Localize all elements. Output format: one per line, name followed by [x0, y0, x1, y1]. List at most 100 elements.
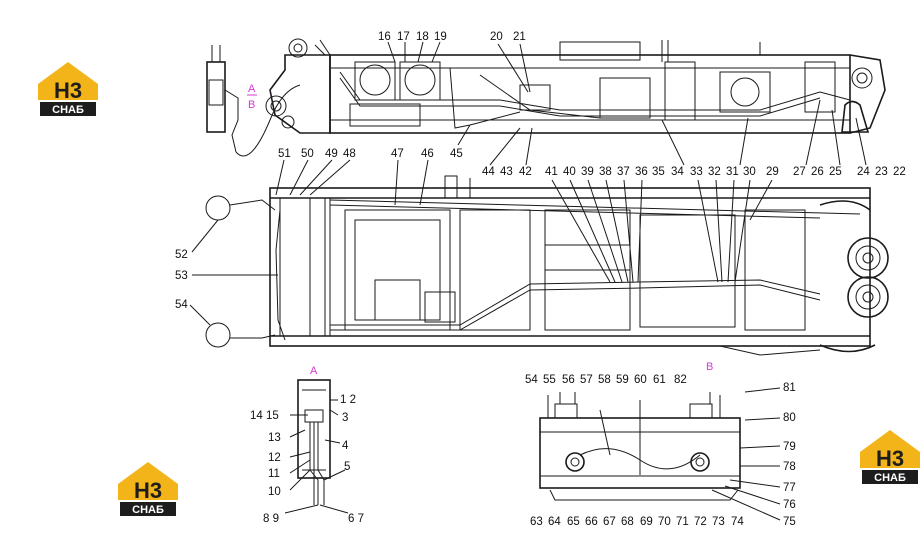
callout-66: 66 — [585, 516, 598, 528]
callout-21: 21 — [513, 31, 526, 43]
callout-5: 5 — [344, 461, 350, 473]
callout-73: 73 — [712, 516, 725, 528]
callout-24: 24 — [857, 166, 870, 178]
callout-39: 39 — [581, 166, 594, 178]
callout-27: 27 — [793, 166, 806, 178]
callout-47: 47 — [391, 148, 404, 160]
callout-54: 54 — [175, 299, 188, 311]
view-label-a: A — [310, 365, 318, 377]
callout-46: 46 — [421, 148, 434, 160]
callout-13: 13 — [268, 432, 281, 444]
callout-72: 72 — [694, 516, 707, 528]
callout-23: 23 — [875, 166, 888, 178]
logo-house-icon: H3 СНАБ — [860, 430, 920, 484]
callout-59: 59 — [616, 374, 629, 386]
callout-63: 63 — [530, 516, 543, 528]
callout-12: 12 — [268, 452, 281, 464]
callout-74: 74 — [731, 516, 744, 528]
callout-14-15: 14 15 — [250, 410, 279, 422]
callout-70: 70 — [658, 516, 671, 528]
logo-house-icon: H3 СНАБ — [38, 62, 98, 116]
upper-assembly-drawing — [265, 38, 886, 134]
chassis-left-fittings — [189, 195, 278, 348]
callout-22: 22 — [893, 166, 906, 178]
callout-17: 17 — [397, 31, 410, 43]
callout-78: 78 — [783, 461, 796, 473]
logo-mark: H3 — [134, 478, 162, 503]
logo-mark: H3 — [54, 78, 82, 103]
callout-58: 58 — [598, 374, 611, 386]
callout-4: 4 — [342, 440, 349, 452]
callout-50: 50 — [301, 148, 314, 160]
callout-67: 67 — [603, 516, 616, 528]
callout-26: 26 — [811, 166, 824, 178]
logo-caption: СНАБ — [132, 504, 164, 516]
callout-65: 65 — [567, 516, 580, 528]
callout-3: 3 — [342, 412, 348, 424]
callout-68: 68 — [621, 516, 634, 528]
callout-57: 57 — [580, 374, 593, 386]
callout-31: 31 — [726, 166, 739, 178]
callout-6-7: 6 7 — [348, 513, 364, 525]
callout-79: 79 — [783, 441, 796, 453]
callout-33: 33 — [690, 166, 703, 178]
callout-32: 32 — [708, 166, 721, 178]
callout-30: 30 — [743, 166, 756, 178]
view-marker-a-top: A — [248, 83, 256, 95]
callout-35: 35 — [652, 166, 665, 178]
callout-38: 38 — [599, 166, 612, 178]
logo-caption: СНАБ — [874, 472, 906, 484]
callout-8-9: 8 9 — [263, 513, 279, 525]
view-label-b: B — [706, 361, 713, 373]
callout-36: 36 — [635, 166, 648, 178]
callout-45: 45 — [450, 148, 463, 160]
callout-41: 41 — [545, 166, 558, 178]
top-leader-lines — [387, 41, 867, 166]
callout-81: 81 — [783, 382, 796, 394]
callout-49: 49 — [325, 148, 338, 160]
callout-20: 20 — [490, 31, 503, 43]
view-b-drawing — [539, 387, 781, 521]
callout-40: 40 — [563, 166, 576, 178]
chassis-drawing — [269, 175, 889, 356]
callout-b-54: 54 — [525, 374, 538, 386]
callout-51: 51 — [278, 148, 291, 160]
left-cylinder-drawing — [206, 45, 301, 157]
callout-43: 43 — [500, 166, 513, 178]
callout-60: 60 — [634, 374, 647, 386]
mid-leader-lines — [275, 159, 773, 283]
callout-29: 29 — [766, 166, 779, 178]
callout-48: 48 — [343, 148, 356, 160]
callout-42: 42 — [519, 166, 532, 178]
callout-44: 44 — [482, 166, 495, 178]
callout-11: 11 — [268, 468, 280, 480]
callout-69: 69 — [640, 516, 653, 528]
callout-80: 80 — [783, 412, 796, 424]
callout-71: 71 — [676, 516, 689, 528]
callout-76: 76 — [783, 499, 796, 511]
logo-caption: СНАБ — [52, 104, 84, 116]
logo-mark: H3 — [876, 446, 904, 471]
view-a-drawing — [284, 379, 349, 514]
callout-64: 64 — [548, 516, 561, 528]
callout-25: 25 — [829, 166, 842, 178]
callout-18: 18 — [416, 31, 429, 43]
callout-1-2: 1 2 — [340, 394, 356, 406]
callout-53: 53 — [175, 270, 188, 282]
callout-82: 82 — [674, 374, 687, 386]
callout-55: 55 — [543, 374, 556, 386]
callout-75: 75 — [783, 516, 796, 528]
callout-77: 77 — [783, 482, 796, 494]
logo-house-icon: H3 СНАБ — [118, 462, 178, 516]
callout-61: 61 — [653, 374, 666, 386]
callout-19: 19 — [434, 31, 447, 43]
callout-10: 10 — [268, 486, 281, 498]
view-marker-b-top: B — [248, 99, 255, 111]
callout-52: 52 — [175, 249, 188, 261]
callout-34: 34 — [671, 166, 684, 178]
callout-16: 16 — [378, 31, 391, 43]
callout-56: 56 — [562, 374, 575, 386]
callout-37: 37 — [617, 166, 630, 178]
